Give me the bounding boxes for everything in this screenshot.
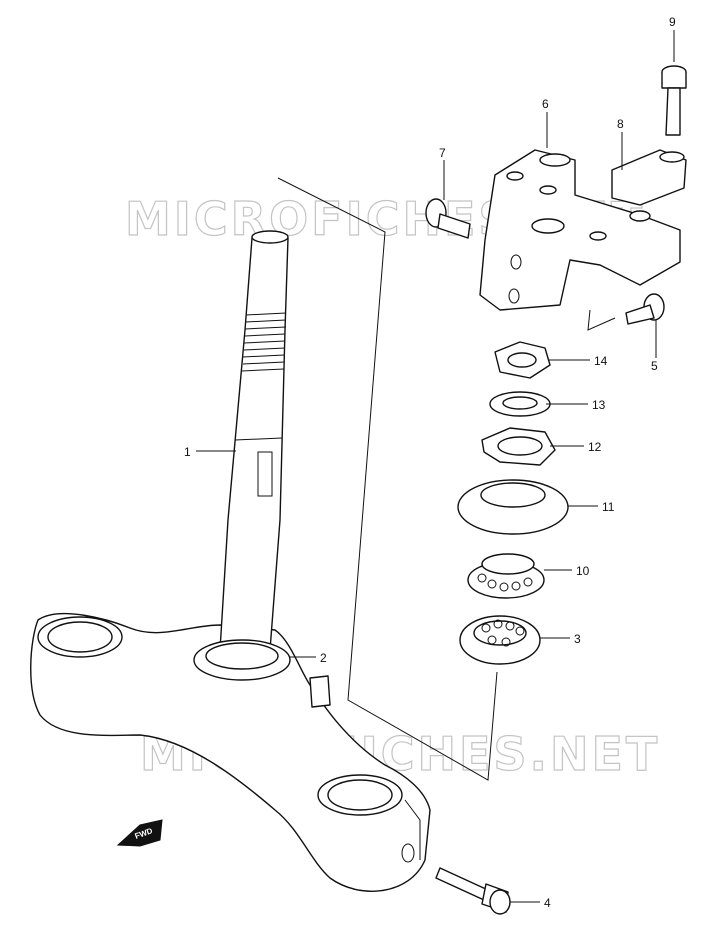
assembly-outline	[277, 177, 498, 781]
stem-top	[251, 230, 289, 244]
lower-bracket	[30, 612, 431, 892]
assembly-outline-upper	[587, 309, 616, 331]
clamp-hole	[659, 151, 685, 163]
callout-10: 10	[576, 564, 590, 578]
fork-bore-right	[327, 779, 393, 811]
fork-bore-left	[47, 621, 113, 653]
stem-threads	[241, 312, 287, 372]
callout-5: 5	[651, 359, 658, 373]
leader-lines	[196, 30, 675, 903]
callout-7: 7	[439, 146, 446, 160]
callout-11: 11	[602, 500, 615, 514]
stem-step	[234, 437, 283, 441]
lower-bearing-3	[459, 615, 541, 665]
callout-8: 8	[617, 117, 624, 131]
callout-4: 4	[544, 896, 551, 910]
clamp-slit	[404, 799, 421, 860]
pinch-bolt-hole	[401, 843, 415, 863]
callout-14: 14	[594, 354, 608, 368]
callout-13: 13	[592, 398, 606, 412]
upper-bolt-5	[625, 293, 665, 325]
upper-bracket	[479, 149, 681, 311]
callouts: 1 2 3 4 5 6 7 8 9 10 11 12 13 14	[184, 15, 676, 910]
steering-stop-lug	[309, 675, 331, 708]
stem-shaft	[219, 237, 289, 651]
stem-flat	[257, 451, 273, 497]
steering-stem-lower-bracket	[30, 230, 431, 892]
callout-12: 12	[588, 440, 602, 454]
clamp-bolt	[661, 65, 687, 136]
callout-2: 2	[320, 651, 327, 665]
forward-arrow: FWD	[116, 819, 163, 847]
bearing-seat-inner	[205, 642, 279, 670]
callout-6: 6	[542, 97, 549, 111]
pinch-bolt	[435, 867, 511, 915]
dust-seal-11	[457, 479, 569, 535]
handlebar-clamp	[611, 149, 687, 206]
callout-3: 3	[574, 632, 581, 646]
upper-bolt-7	[425, 198, 471, 239]
upper-bearing-10	[467, 553, 545, 599]
callout-9: 9	[669, 15, 676, 29]
washer-13	[489, 391, 551, 417]
callout-1: 1	[184, 445, 191, 459]
nut-12	[481, 427, 556, 466]
nut-14	[494, 341, 551, 379]
